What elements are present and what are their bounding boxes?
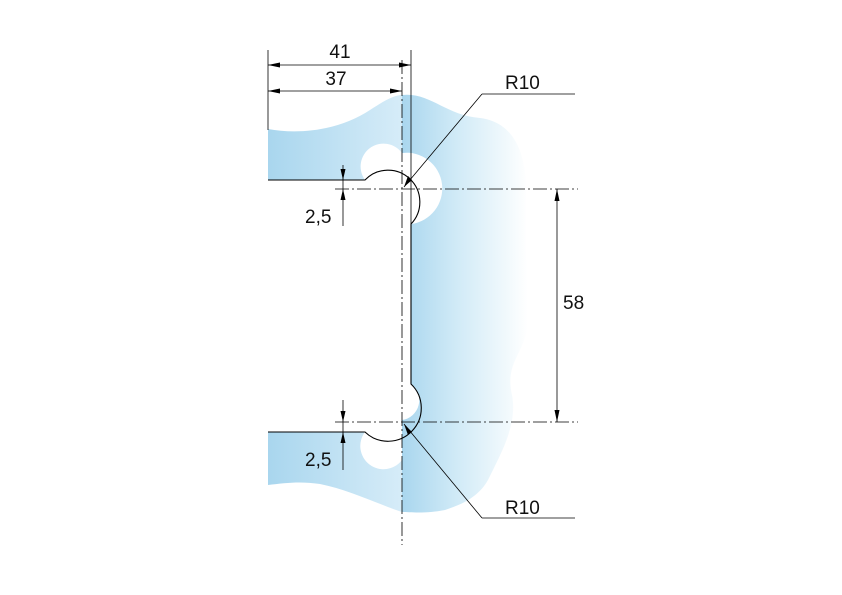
dim-arrow-58-bottom [554, 410, 560, 422]
dim-label-bottom-radius: R10 [505, 498, 540, 519]
dim-label-offset-bottom: 2,5 [305, 450, 331, 471]
leader-bottom-radius [403, 423, 483, 519]
dim-arrow-offset-bottom-b [340, 432, 346, 443]
leader-bottom-arrow [404, 424, 412, 435]
dim-arrow-37-left [268, 88, 280, 94]
dim-label-top-radius: R10 [505, 73, 540, 94]
dim-label-inner-width: 37 [325, 69, 346, 90]
glass-cut-outline [268, 169, 422, 442]
dim-arrow-offset-top-b [340, 189, 346, 200]
leader-top-radius [403, 93, 483, 188]
leader-top-arrow [404, 176, 412, 187]
right-glass-panel [402, 94, 528, 513]
dim-arrow-58-top [554, 189, 560, 201]
dim-label-overall-width: 41 [329, 42, 350, 63]
dim-arrow-41-left [268, 62, 280, 68]
bottom-left-glass-panel [268, 432, 402, 512]
dim-arrow-37-right [390, 88, 402, 94]
dim-arrow-offset-bottom-a [340, 411, 346, 422]
dim-label-hole-spacing: 58 [563, 293, 584, 314]
dim-arrow-41-right [399, 62, 411, 68]
top-left-glass-panel [268, 95, 402, 180]
dim-arrow-offset-top-a [340, 169, 346, 180]
dim-label-offset-top: 2,5 [305, 207, 331, 228]
